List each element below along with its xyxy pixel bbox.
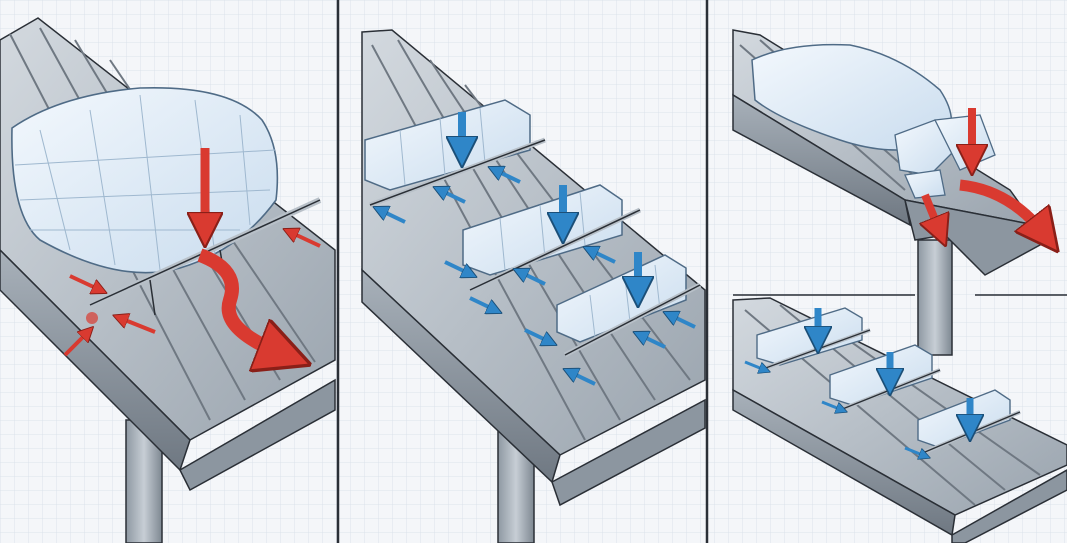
gutter — [551, 398, 706, 507]
panel-1 — [0, 17, 336, 543]
guard-push-arrow — [120, 318, 156, 334]
support-post — [917, 239, 953, 356]
slide-force-arrow — [197, 248, 285, 355]
panel-4 — [732, 294, 1067, 543]
large-ice-block — [751, 43, 953, 151]
break-force-arrow — [925, 193, 940, 232]
snow-guard-rails — [369, 137, 702, 358]
guard-push-arrow — [63, 332, 88, 357]
gutter — [179, 378, 336, 492]
panel-2 — [361, 29, 706, 543]
gutter — [951, 469, 1067, 543]
panel-3 — [732, 29, 1067, 356]
stress-point — [86, 312, 98, 324]
break-force-arrow — [959, 179, 1045, 235]
guard-push-arrow — [69, 274, 100, 290]
guard-push-arrow — [290, 232, 321, 248]
distributed-load-arrows — [744, 360, 925, 456]
roof-fascia — [732, 93, 912, 227]
distributed-load-arrows — [380, 170, 696, 386]
